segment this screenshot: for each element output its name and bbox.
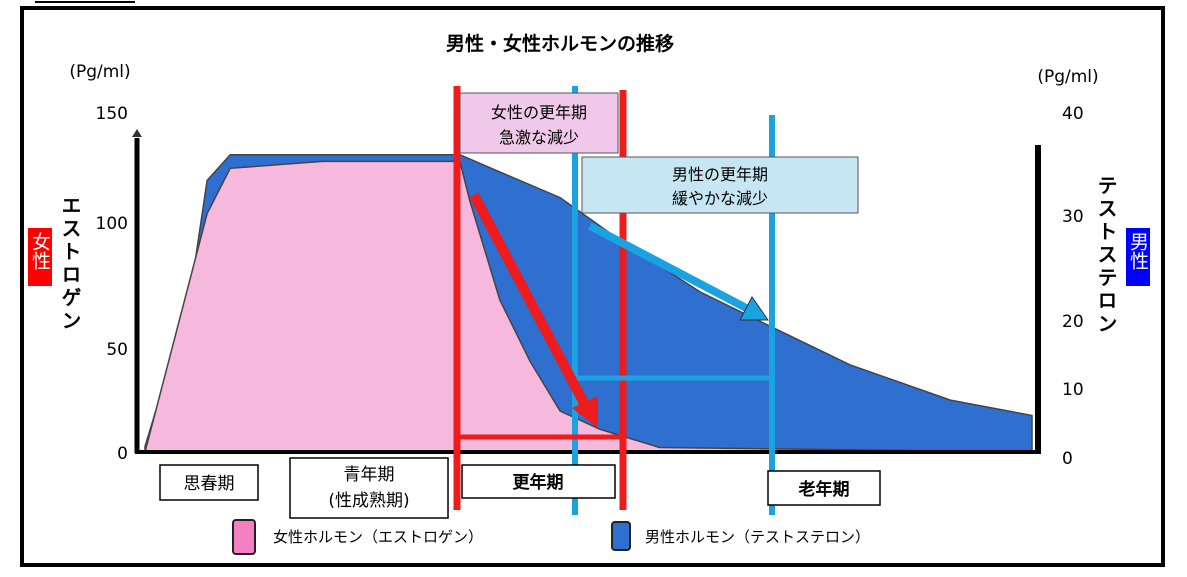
- stage-menopause-box: [461, 464, 616, 499]
- areas: [144, 153, 1033, 453]
- female-tag-box: [28, 228, 52, 286]
- female-arrow-head: [572, 396, 598, 428]
- chart-title: 男性・女性ホルモンの推移: [446, 32, 674, 55]
- left-axis-arrow: [132, 129, 142, 137]
- stage-adult-sub: (性成熟期): [328, 490, 409, 511]
- male-tag: 男性: [1127, 232, 1149, 270]
- male-annotation-2: 緩やかな減少: [672, 189, 768, 208]
- left-tick-label: 0: [117, 444, 128, 464]
- estrogen-area: [144, 160, 1033, 453]
- right-tick-label: 20: [1062, 312, 1084, 332]
- stage-puberty: 思春期: [184, 474, 235, 494]
- legend-female: 女性ホルモン（エストロゲン）: [273, 528, 483, 546]
- female-annotation-1: 女性の更年期: [491, 103, 587, 122]
- male-decline-arrow: [588, 222, 750, 313]
- stage-old-box: [767, 470, 881, 506]
- male-tag-box: [1126, 228, 1150, 286]
- female-annotation-2: 急激な減少: [499, 128, 579, 147]
- right-tick-label: 10: [1062, 380, 1084, 400]
- left-axis-label: エストロゲン: [58, 195, 82, 333]
- legend-male: 男性ホルモン（テストステロン）: [645, 528, 870, 546]
- stage-adult-box: [289, 457, 449, 519]
- male-arrow-head: [739, 296, 769, 321]
- male-annotation-box: [581, 156, 859, 214]
- left-unit: (Pg/ml): [69, 62, 130, 82]
- stage-adult: 青年期: [344, 465, 395, 485]
- right-tick-label: 30: [1062, 207, 1084, 227]
- stage-menopause: 更年期: [513, 472, 564, 493]
- legend-female-swatch: [232, 519, 256, 555]
- left-tick-label: 150: [96, 104, 128, 124]
- right-axis-label: テストステロン: [1094, 175, 1118, 336]
- female-tag: 女性: [29, 232, 51, 270]
- female-decline-arrow: [469, 192, 590, 408]
- legend-male-swatch: [611, 521, 631, 551]
- female-annotation-box: [459, 92, 619, 154]
- stage-puberty-box: [159, 464, 259, 501]
- right-unit: (Pg/ml): [1037, 67, 1098, 87]
- right-tick-label: 0: [1062, 449, 1073, 469]
- left-tick-label: 50: [106, 340, 128, 360]
- right-tick-label: 40: [1062, 104, 1084, 124]
- chart-frame: [20, 6, 1165, 567]
- stage-old: 老年期: [798, 479, 850, 500]
- male-annotation-1: 男性の更年期: [672, 165, 768, 184]
- left-tick-label: 100: [96, 214, 128, 234]
